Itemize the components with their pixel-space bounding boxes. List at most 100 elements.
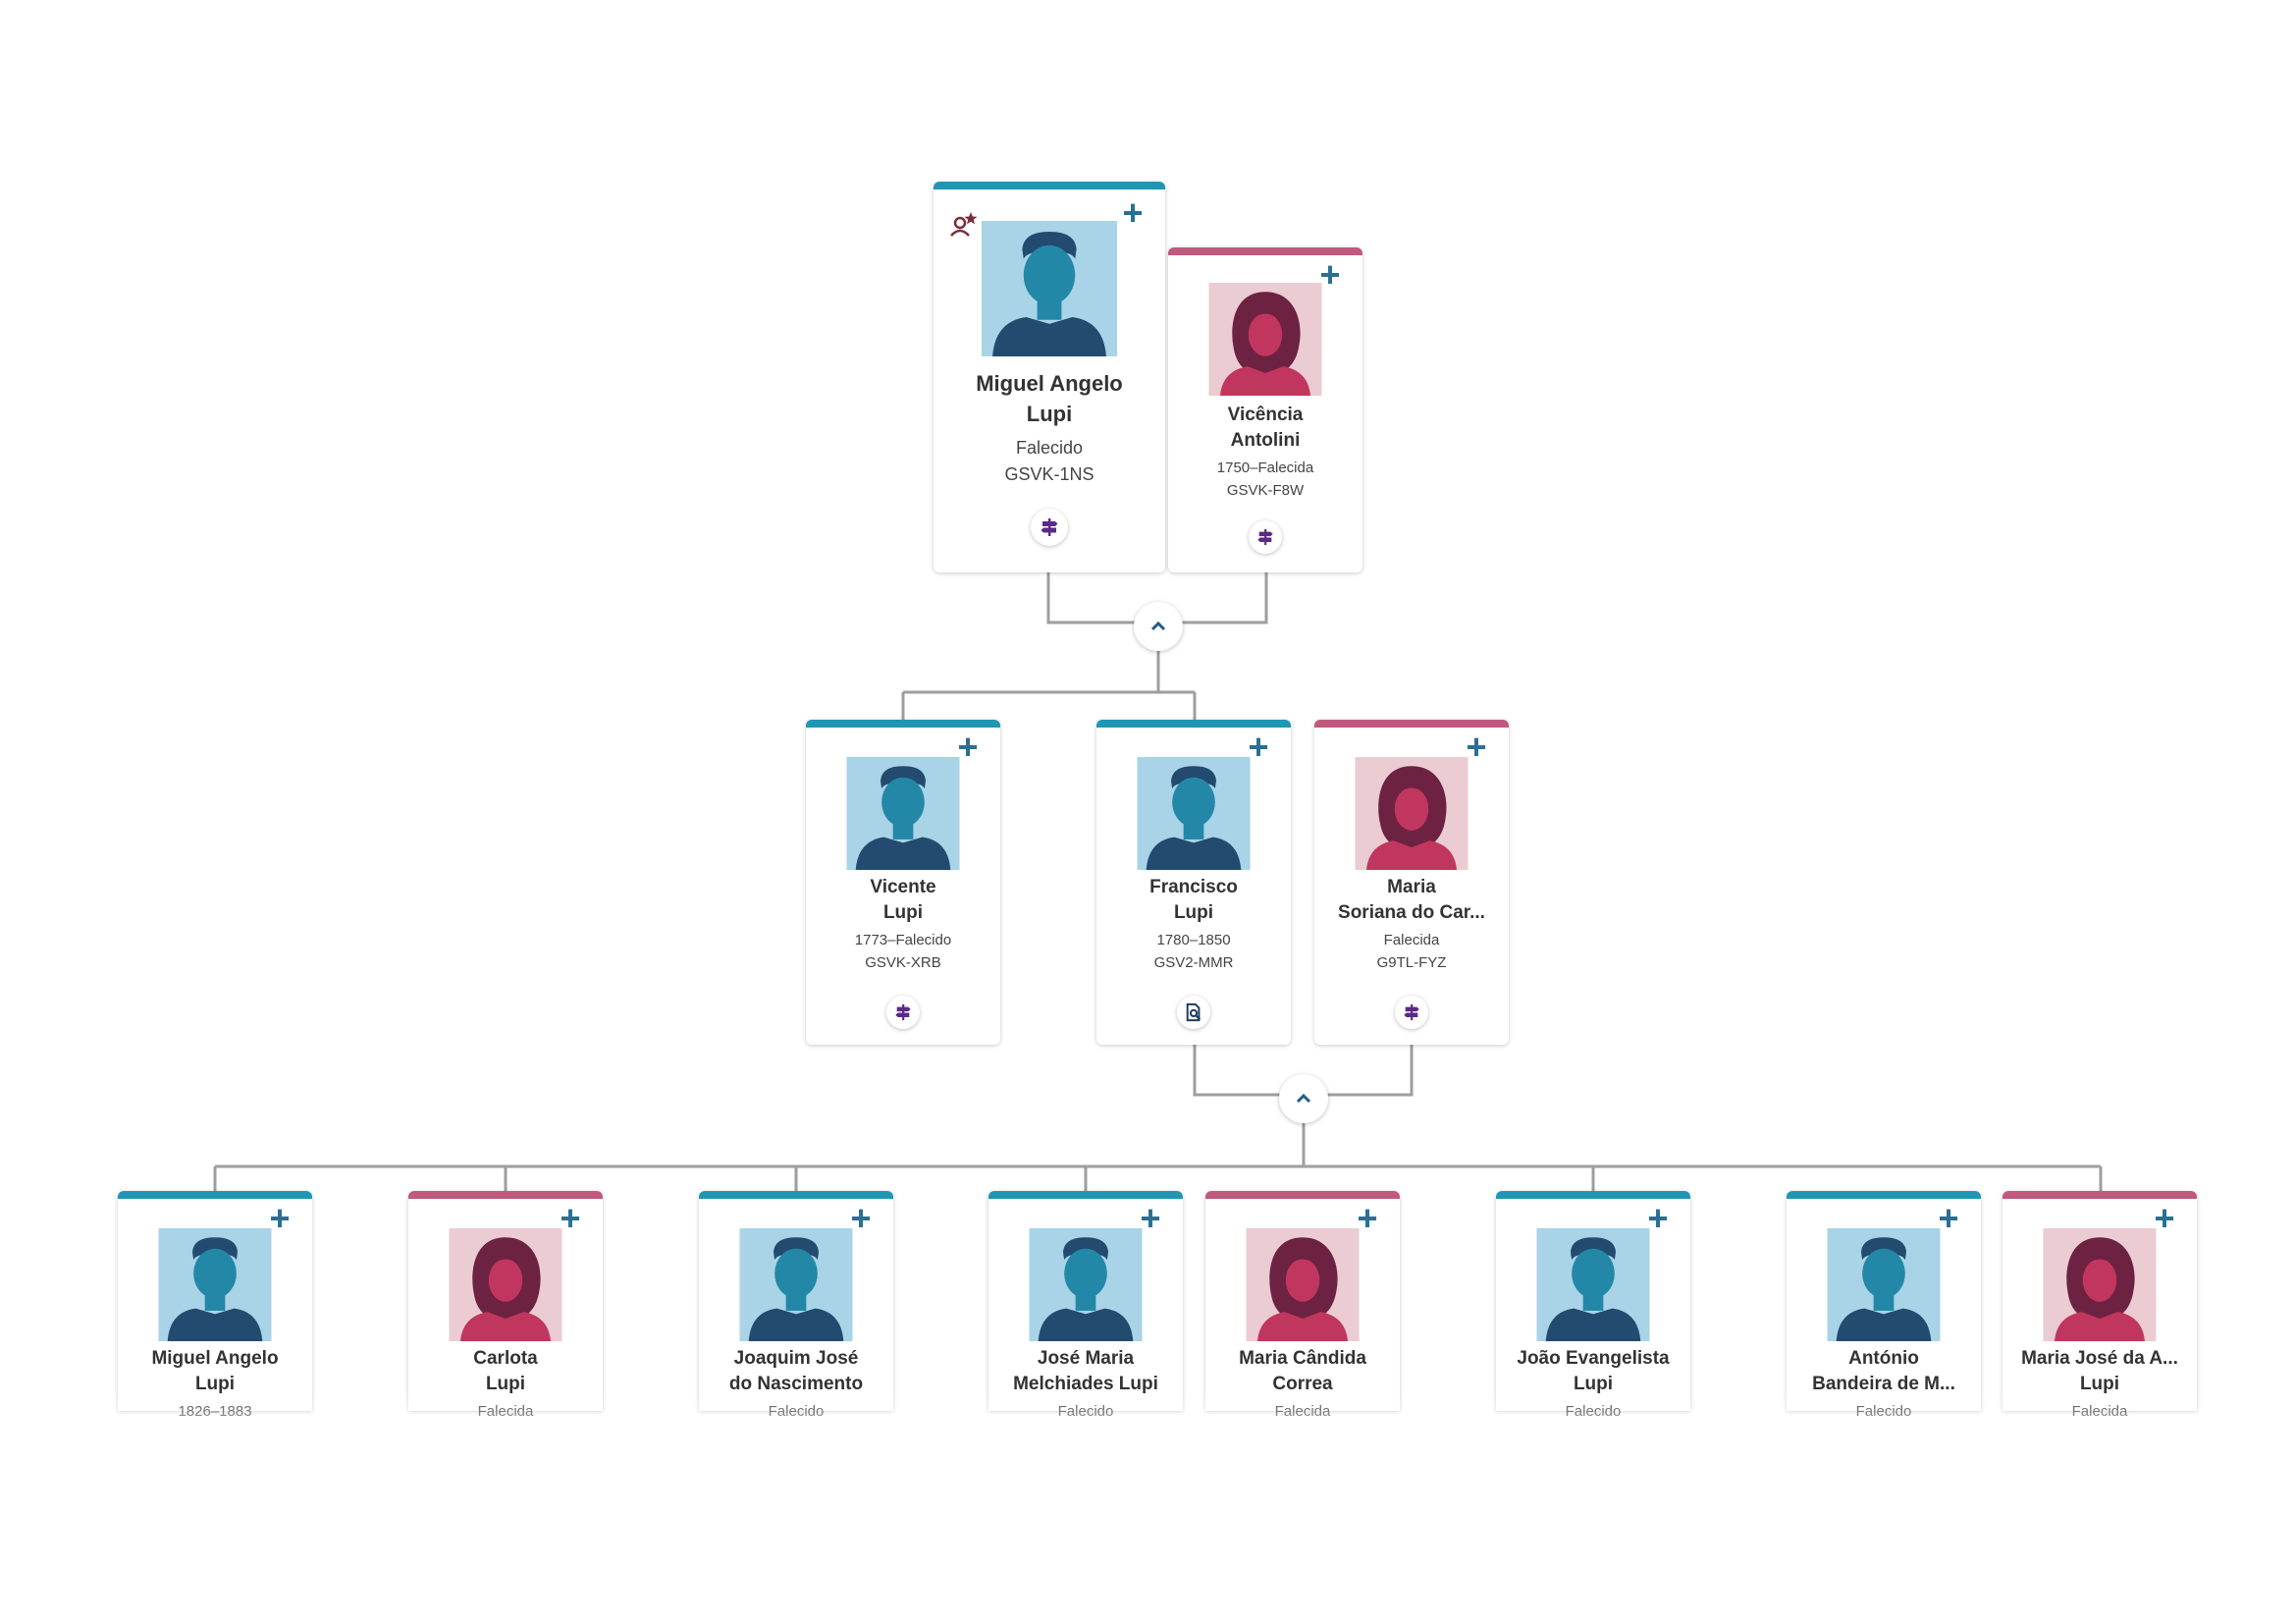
person-card-francisco-lupi[interactable]: + Francisco Lupi 1780–1850 GSV2-MMR: [1096, 720, 1291, 1045]
name-line-2: Lupi: [1573, 1374, 1614, 1394]
male-avatar-icon: [1536, 1228, 1650, 1341]
add-relative-button[interactable]: +: [1248, 727, 1269, 767]
chevron-up-icon: [1150, 621, 1166, 631]
person-card-child-5[interactable]: + Maria Cândida Correa Falecida: [1205, 1191, 1400, 1420]
person-name[interactable]: José Maria Melchiades Lupi: [996, 1346, 1175, 1397]
add-relative-button[interactable]: +: [1357, 1198, 1378, 1238]
person-id: G9TL-FYZ: [1376, 954, 1447, 971]
person-card-child-8[interactable]: + Maria José da A... Lupi Falecida: [2002, 1191, 2197, 1420]
person-id: GSVK-F8W: [1226, 482, 1305, 499]
person-card-child-7[interactable]: + António Bandeira de M... Falecido: [1787, 1191, 1981, 1420]
name-line-2: Lupi: [2079, 1374, 2120, 1394]
male-avatar-icon: [1827, 1228, 1941, 1341]
male-avatar-icon: [1029, 1228, 1143, 1341]
viewport-fade: [0, 1394, 2296, 1453]
person-meta: 1750–Falecida GSVK-F8W: [1174, 457, 1357, 502]
research-hint-button[interactable]: [1031, 509, 1068, 546]
name-line-2: do Nascimento: [728, 1374, 864, 1394]
name-line-2: Antolini: [1230, 430, 1301, 451]
person-name[interactable]: Joaquim José do Nascimento: [707, 1346, 885, 1397]
person-card-vicente-lupi[interactable]: + Vicente Lupi 1773–Falecido GSVK-XRB: [806, 720, 1000, 1045]
connector-couple-1-down: [901, 648, 1197, 720]
person-name[interactable]: Miguel Angelo Lupi: [941, 368, 1157, 429]
person-name[interactable]: Francisco Lupi: [1104, 875, 1283, 926]
person-name[interactable]: António Bandeira de M...: [1794, 1346, 1973, 1397]
research-hint-button[interactable]: [1395, 996, 1428, 1029]
person-name[interactable]: Maria José da A... Lupi: [2010, 1346, 2189, 1397]
lifespan: 1750–Falecida: [1216, 460, 1314, 476]
person-name[interactable]: João Evangelista Lupi: [1504, 1346, 1682, 1397]
name-line-2: Lupi: [1173, 902, 1214, 923]
name-line-1: Miguel Angelo: [976, 371, 1123, 396]
name-line-2: Soriana do Car...: [1338, 902, 1485, 923]
lifespan: 1780–1850: [1156, 932, 1231, 948]
person-name[interactable]: Miguel Angelo Lupi: [126, 1346, 304, 1397]
name-line-1: Francisco: [1149, 877, 1238, 897]
name-line-1: Vicente: [870, 877, 936, 897]
person-name[interactable]: Maria Cândida Correa: [1213, 1346, 1392, 1397]
collapse-children-button[interactable]: [1279, 1074, 1328, 1123]
add-relative-button[interactable]: +: [2154, 1198, 2175, 1238]
record-hint-button[interactable]: [1177, 996, 1210, 1029]
person-id: GSVK-1NS: [1004, 464, 1095, 484]
add-relative-button[interactable]: +: [850, 1198, 872, 1238]
name-line-2: Lupi: [485, 1374, 526, 1394]
name-line-1: Joaquim José: [733, 1348, 859, 1369]
person-card-child-4[interactable]: + José Maria Melchiades Lupi Falecido: [988, 1191, 1183, 1420]
person-name[interactable]: Vicência Antolini: [1176, 403, 1355, 454]
signpost-icon: [1257, 528, 1273, 546]
person-meta: Falecido GSVK-1NS: [939, 435, 1159, 488]
add-relative-button[interactable]: +: [1466, 727, 1487, 767]
name-line-2: Bandeira de M...: [1812, 1374, 1955, 1394]
female-avatar-icon: [1246, 1228, 1360, 1341]
person-name[interactable]: Maria Soriana do Car...: [1322, 875, 1501, 926]
name-line-1: Carlota: [473, 1348, 538, 1369]
add-relative-button[interactable]: +: [1647, 1198, 1669, 1238]
person-meta: Falecida G9TL-FYZ: [1320, 929, 1503, 974]
research-hint-button[interactable]: [1249, 520, 1282, 554]
name-line-2: Lupi: [882, 902, 924, 923]
lifespan: Falecida: [1383, 932, 1440, 948]
person-card-child-6[interactable]: + João Evangelista Lupi Falecido: [1496, 1191, 1690, 1420]
person-star-icon[interactable]: [949, 209, 979, 239]
person-card-child-2[interactable]: + Carlota Lupi Falecida: [408, 1191, 603, 1420]
name-line-2: Melchiades Lupi: [1013, 1374, 1158, 1394]
male-avatar-icon: [982, 221, 1117, 356]
signpost-icon: [1404, 1003, 1419, 1021]
add-relative-button[interactable]: +: [1140, 1198, 1161, 1238]
person-card-child-3[interactable]: + Joaquim José do Nascimento Falecido: [699, 1191, 893, 1420]
add-relative-button[interactable]: +: [560, 1198, 581, 1238]
name-line-2: Correa: [1272, 1374, 1333, 1394]
add-relative-button[interactable]: +: [269, 1198, 291, 1238]
signpost-icon: [1041, 518, 1058, 536]
record-search-icon: [1186, 1002, 1201, 1022]
person-id: GSVK-XRB: [865, 954, 941, 971]
name-line-1: Maria José da A...: [2021, 1348, 2178, 1369]
person-card-miguel-angelo-lupi[interactable]: + Miguel Angelo Lupi Falecido GSVK-1NS: [934, 182, 1165, 572]
male-avatar-icon: [1137, 757, 1251, 870]
add-relative-button[interactable]: +: [957, 727, 979, 767]
female-avatar-icon: [1355, 757, 1468, 870]
collapse-children-button[interactable]: [1134, 602, 1183, 651]
lifespan: Falecido: [1015, 438, 1084, 458]
chevron-up-icon: [1296, 1093, 1311, 1104]
add-relative-button[interactable]: +: [1319, 254, 1341, 295]
person-card-maria-soriana[interactable]: + Maria Soriana do Car... Falecida G9TL-…: [1314, 720, 1509, 1045]
male-avatar-icon: [158, 1228, 272, 1341]
name-line-1: José Maria: [1037, 1348, 1135, 1369]
add-relative-button[interactable]: +: [1938, 1198, 1959, 1238]
person-meta: 1780–1850 GSV2-MMR: [1102, 929, 1285, 974]
add-relative-button[interactable]: +: [1122, 192, 1144, 233]
name-line-2: Lupi: [194, 1374, 236, 1394]
person-name[interactable]: Vicente Lupi: [814, 875, 992, 926]
person-card-vicencia-antolini[interactable]: + Vicência Antolini 1750–Falecida GSVK-F…: [1168, 247, 1362, 572]
research-hint-button[interactable]: [886, 996, 920, 1029]
female-avatar-icon: [1208, 283, 1322, 396]
name-line-1: António: [1848, 1348, 1919, 1369]
male-avatar-icon: [739, 1228, 853, 1341]
person-name[interactable]: Carlota Lupi: [416, 1346, 595, 1397]
person-card-child-1[interactable]: + Miguel Angelo Lupi 1826–1883: [118, 1191, 312, 1420]
lifespan: 1773–Falecido: [854, 932, 952, 948]
